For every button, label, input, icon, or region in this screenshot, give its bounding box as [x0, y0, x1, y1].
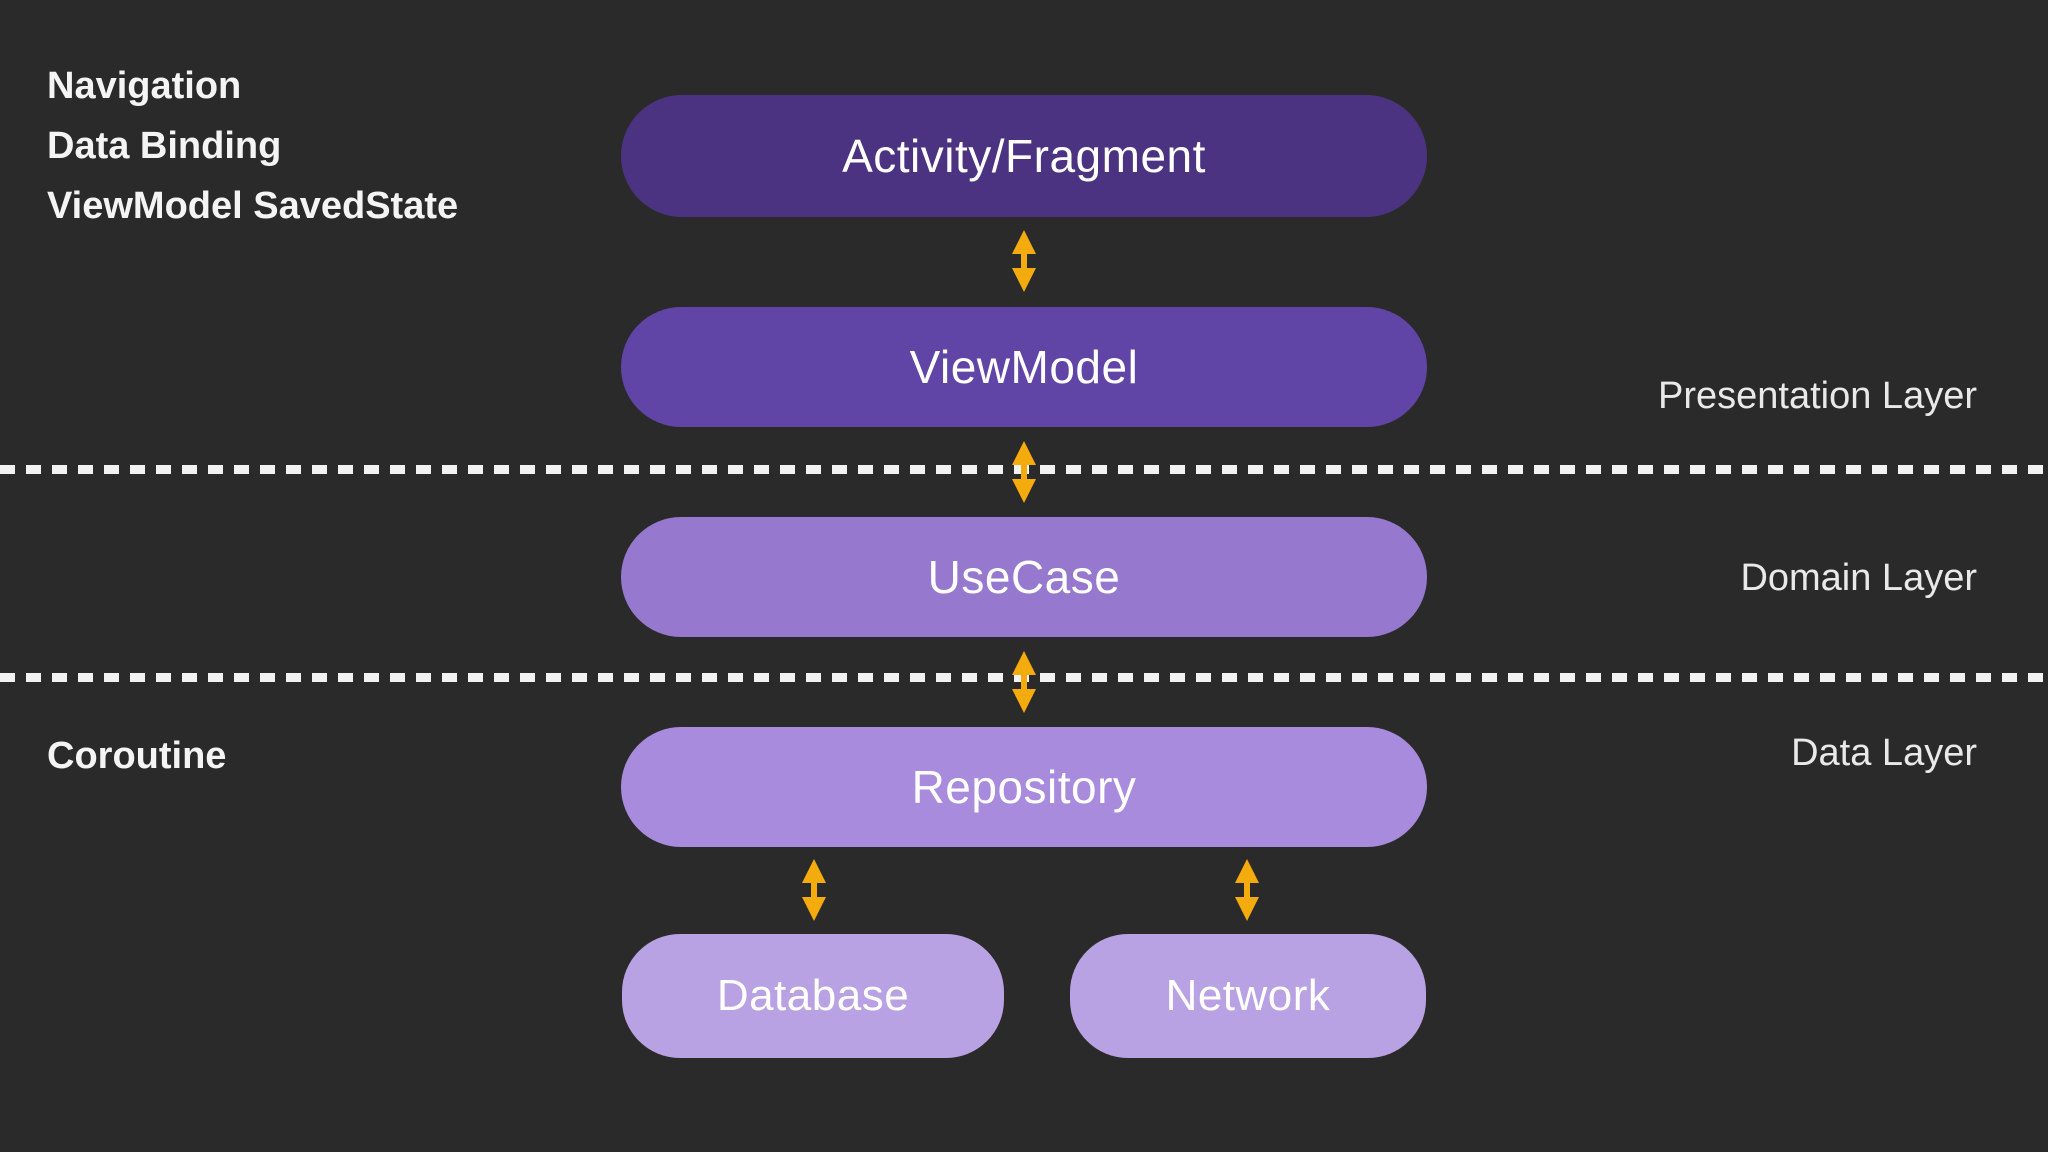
coroutine-note: Coroutine [47, 735, 227, 777]
arrow-repository-database-icon [802, 859, 826, 921]
node-database: Database [622, 934, 1004, 1058]
note-line-navigation: Navigation [47, 65, 242, 107]
arrow-viewmodel-usecase-icon [1012, 441, 1036, 503]
node-usecase: UseCase [621, 517, 1427, 637]
arrow-usecase-repository-icon [1012, 651, 1036, 713]
domain-layer-label: Domain Layer [1740, 557, 1977, 599]
node-viewmodel: ViewModel [621, 307, 1427, 427]
node-network-label: Network [1165, 971, 1331, 1020]
node-activity-fragment-label: Activity/Fragment [842, 130, 1206, 182]
presentation-layer-label: Presentation Layer [1658, 375, 1977, 417]
arrow-activity-viewmodel-icon [1012, 230, 1036, 292]
jetpack-components-note: Navigation Data Binding ViewModel SavedS… [47, 56, 458, 236]
node-usecase-label: UseCase [927, 551, 1121, 603]
note-line-viewmodel-savedstate: ViewModel SavedState [47, 185, 459, 227]
arrow-repository-network-icon [1235, 859, 1259, 921]
node-viewmodel-label: ViewModel [909, 341, 1139, 393]
data-layer-label: Data Layer [1791, 732, 1977, 774]
node-repository-label: Repository [911, 761, 1137, 813]
node-database-label: Database [716, 971, 910, 1020]
node-network: Network [1070, 934, 1426, 1058]
note-line-data-binding: Data Binding [47, 125, 282, 167]
node-repository: Repository [621, 727, 1427, 847]
node-activity-fragment: Activity/Fragment [621, 95, 1427, 217]
